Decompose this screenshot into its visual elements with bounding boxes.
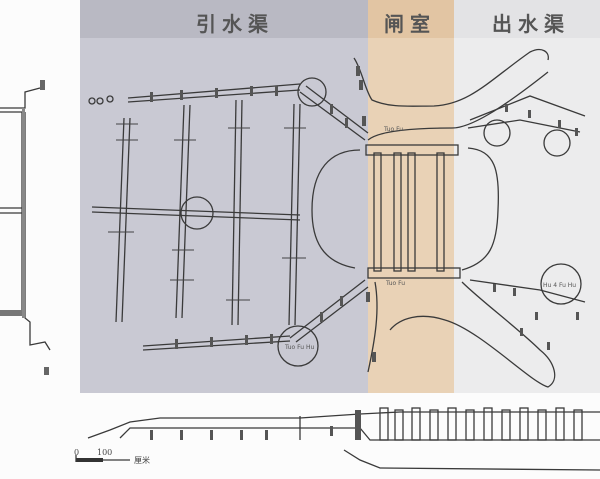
outlet-channel-label: 出水渠 — [492, 12, 570, 36]
intake-channel-label: 引水渠 — [196, 12, 274, 36]
scale-bar — [75, 455, 130, 462]
top-band-outlet — [454, 0, 600, 38]
annotation-timber-left: Tuo Fu — [384, 126, 404, 133]
side-elevation — [87, 407, 600, 471]
outlet-channel-zone — [454, 0, 600, 393]
annotation-lower-circle: Tuo Fu Hu — [285, 344, 315, 351]
intake-timbers — [88, 83, 369, 351]
gate-chamber — [311, 48, 556, 388]
outlet-timbers — [467, 95, 586, 350]
pits — [180, 77, 582, 367]
scale-tick-100: 100 — [97, 448, 113, 457]
annotation-timber-right: Tuo Fu — [386, 280, 406, 287]
sluice-chamber-zone — [368, 0, 454, 393]
cross-section-profile — [0, 80, 51, 375]
intake-channel-zone — [80, 0, 368, 393]
top-band — [80, 0, 368, 38]
top-band-sluice — [368, 0, 454, 38]
scale-unit: 厘米 — [134, 456, 150, 465]
scale-tick-0: 0 — [74, 448, 80, 457]
annotation-right-circle: Hu 4 Fu Hu — [543, 282, 577, 289]
sluice-chamber-label: 闸室 — [384, 12, 436, 36]
